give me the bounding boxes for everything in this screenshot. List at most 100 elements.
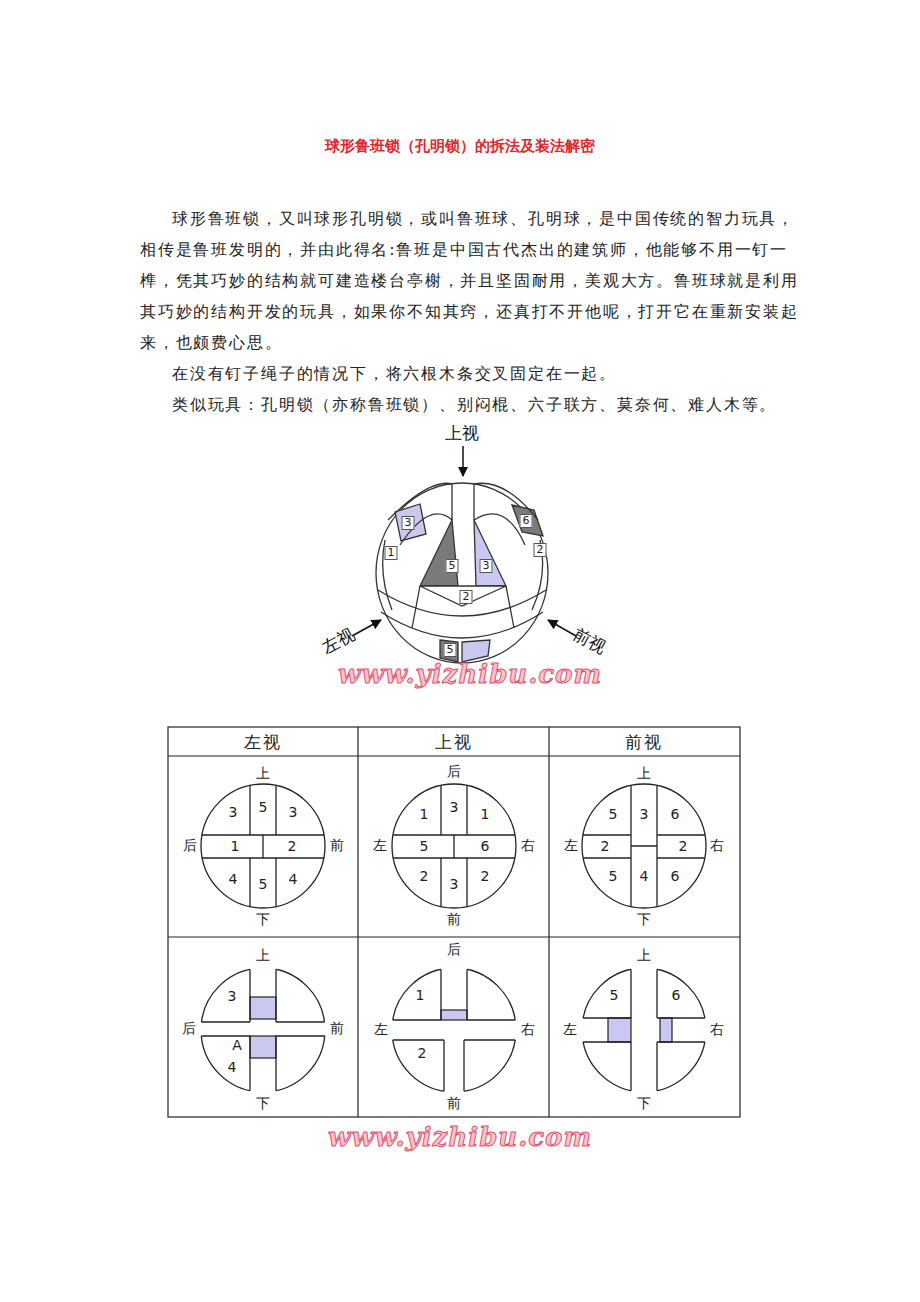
section-stroke — [466, 858, 467, 926]
section-stroke — [564, 1041, 631, 1042]
section-label: 3 — [639, 807, 650, 822]
section-diagram — [374, 950, 534, 1110]
section-label: 2 — [417, 1046, 428, 1061]
section-label: 5 — [608, 807, 619, 822]
section-diagram — [374, 766, 534, 926]
section-label: 3 — [227, 989, 238, 1004]
section-gap — [384, 1020, 524, 1040]
section-label: 前 — [446, 912, 462, 927]
table-header: 上视 — [435, 733, 473, 752]
section-label: 6 — [671, 988, 682, 1003]
section-stroke — [440, 766, 441, 835]
section-lines — [374, 950, 534, 1110]
section-label: 后 — [182, 838, 198, 853]
section-stroke — [466, 766, 467, 835]
page-title: 球形鲁班锁（孔明锁）的拆法及装法解密 — [325, 138, 595, 155]
section-label: 4 — [639, 869, 650, 884]
section-stroke — [657, 834, 724, 835]
section-lines — [374, 766, 534, 926]
section-label: 2 — [678, 839, 689, 854]
section-label: 后 — [181, 1021, 197, 1036]
part-number: 3 — [480, 559, 493, 573]
body-paragraph: 在没有钉子绳子的情况下，将六根木条交叉固定在一起。 — [140, 358, 804, 389]
view-label: 上视 — [445, 424, 479, 443]
section-stroke — [656, 950, 657, 1018]
section-label: 6 — [480, 839, 491, 854]
section-label: 4 — [228, 872, 239, 887]
section-label: 4 — [288, 872, 299, 887]
section-label: 左 — [562, 1022, 578, 1037]
section-stroke — [249, 950, 250, 1022]
section-label: 右 — [709, 1022, 725, 1037]
section-label: 5 — [258, 877, 269, 892]
section-stroke — [249, 766, 250, 835]
section-label: 1 — [480, 807, 491, 822]
section-stroke — [564, 1017, 631, 1018]
section-lines — [183, 766, 343, 926]
section-label: 6 — [670, 869, 681, 884]
section-stroke — [466, 950, 467, 1020]
section-label: 上 — [636, 948, 652, 963]
section-stroke — [443, 1040, 444, 1110]
body-paragraph: 类似玩具：孔明锁（亦称鲁班锁）、别闷棍、六子联方、莫奈何、难人木等。 — [140, 389, 804, 420]
section-stroke — [374, 1039, 444, 1040]
section-circle — [201, 784, 325, 908]
section-stroke — [453, 835, 454, 858]
section-label: 3 — [228, 805, 239, 820]
section-stroke — [656, 1042, 657, 1110]
section-stroke — [564, 857, 631, 858]
section-stroke — [630, 950, 631, 1018]
section-label: 左 — [563, 838, 579, 853]
lock-sections — [183, 766, 724, 1110]
section-stroke — [564, 834, 631, 835]
section-stroke — [464, 1039, 534, 1040]
contact-face — [441, 1010, 467, 1020]
section-label: 3 — [449, 877, 460, 892]
section-label: 下 — [255, 1096, 271, 1111]
part-number: 5 — [446, 559, 459, 573]
part-number: 5 — [444, 643, 457, 657]
section-label: 上 — [636, 766, 652, 781]
section-stroke — [630, 1042, 631, 1110]
section-stroke — [463, 1040, 464, 1110]
section-stroke — [440, 858, 441, 926]
section-label: 5 — [609, 988, 620, 1003]
section-label: A — [231, 1038, 243, 1053]
sphere-drawing — [376, 483, 548, 663]
part-number: 2 — [534, 543, 547, 557]
section-label: 左 — [372, 838, 388, 853]
section-label: 6 — [670, 807, 681, 822]
section-label: 2 — [600, 839, 611, 854]
section-stroke — [275, 1036, 276, 1110]
section-stroke — [275, 766, 276, 835]
section-diagram — [564, 766, 724, 926]
section-label: 前 — [446, 1096, 462, 1111]
section-label: 右 — [520, 1022, 536, 1037]
section-label: 上 — [255, 766, 271, 781]
section-diagram — [564, 950, 724, 1110]
section-lines — [564, 766, 724, 926]
section-stroke — [631, 845, 657, 846]
view-arrows — [352, 446, 576, 636]
section-lines — [183, 950, 343, 1110]
section-stroke — [249, 858, 250, 926]
section-stroke — [275, 950, 276, 1022]
section-label: 2 — [480, 869, 491, 884]
section-gap — [441, 960, 467, 1020]
section-label: 3 — [449, 800, 460, 815]
section-stroke — [275, 858, 276, 926]
section-label: 前 — [329, 838, 345, 853]
view-label: 前视 — [571, 625, 610, 657]
section-label: 前 — [329, 1021, 345, 1036]
part-number: 1 — [385, 546, 398, 560]
section-stroke — [467, 1019, 534, 1020]
contact-face — [608, 1018, 631, 1042]
section-lines — [564, 950, 724, 1110]
section-label: 5 — [419, 839, 430, 854]
part-number: 3 — [402, 516, 415, 530]
section-diagram — [183, 766, 343, 926]
section-label: 后 — [446, 942, 462, 957]
part-number: 6 — [520, 514, 533, 528]
section-label: 右 — [520, 838, 536, 853]
section-label: 后 — [446, 764, 462, 779]
